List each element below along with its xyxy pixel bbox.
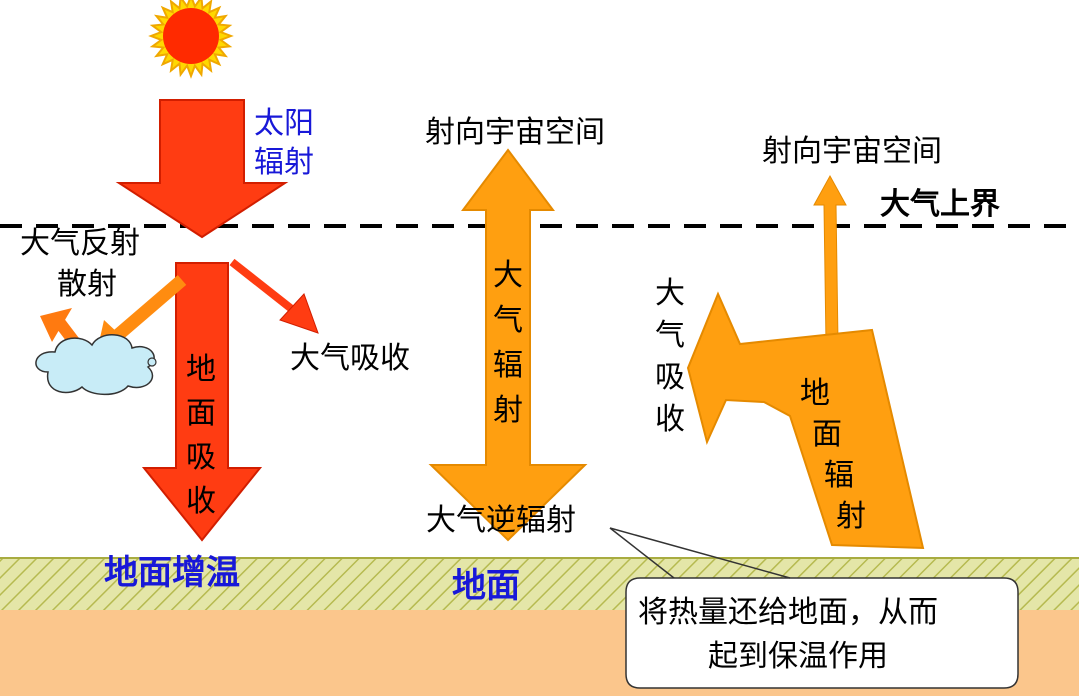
cloud-icon — [35, 334, 157, 396]
ground-warming-label: 地面增温 — [104, 553, 240, 593]
ground-label: 地面 — [452, 566, 520, 606]
atmo-radiation-char-4: 射 — [493, 393, 523, 428]
to-space-center-label: 射向宇宙空间 — [425, 115, 605, 150]
atmosphere-absorb-left-label: 大气吸收 — [290, 341, 410, 376]
reflection-label-1: 大气反射 — [20, 226, 140, 261]
ground-radiation-char-2: 面 — [812, 417, 842, 452]
callout-pointer-right — [609, 527, 791, 579]
callout-bubble — [625, 577, 1019, 689]
ground-absorb-char-2: 面 — [186, 396, 216, 431]
ground-absorb-char-4: 收 — [186, 484, 216, 519]
sun-icon — [148, 0, 234, 79]
ground-radiation-char-1: 地 — [800, 376, 830, 411]
ground-radiation-char-3: 辐 — [824, 458, 854, 493]
right-space-arrow — [813, 174, 847, 344]
atmo-radiation-char-1: 大 — [493, 258, 523, 293]
callout-line-2: 起到保温作用 — [708, 639, 888, 674]
callout-line-1: 将热量还给地面，从而 — [638, 595, 938, 630]
solar-radiation-arrow — [115, 99, 289, 239]
solar-radiation-label-2: 辐射 — [254, 145, 314, 180]
ground-absorb-char-1: 地 — [186, 352, 216, 387]
ground-radiation-arrow — [686, 291, 925, 550]
ground-radiation-char-4: 射 — [836, 499, 866, 534]
ground-absorb-char-3: 吸 — [186, 440, 216, 475]
callout-pointer-left — [609, 527, 675, 579]
atmo-absorb-right-char-1: 大 — [655, 276, 685, 311]
to-space-right-label: 射向宇宙空间 — [762, 134, 942, 169]
atmospheric-radiation-arrow — [428, 148, 588, 542]
atmo-absorb-right-char-2: 气 — [655, 318, 685, 353]
reflection-label-2: 散射 — [57, 267, 117, 302]
atmo-radiation-char-2: 气 — [493, 303, 523, 338]
solar-radiation-label-1: 太阳 — [254, 106, 314, 141]
atmo-absorb-right-char-4: 收 — [655, 402, 685, 437]
ground-absorption-arrow — [141, 262, 263, 542]
counter-radiation-label: 大气逆辐射 — [426, 503, 576, 538]
atmo-absorb-right-char-3: 吸 — [655, 360, 685, 395]
atmo-radiation-char-3: 辐 — [493, 348, 523, 383]
atmosphere-top-label: 大气上界 — [880, 187, 1000, 222]
atmosphere-absorption-arrow — [229, 258, 319, 334]
